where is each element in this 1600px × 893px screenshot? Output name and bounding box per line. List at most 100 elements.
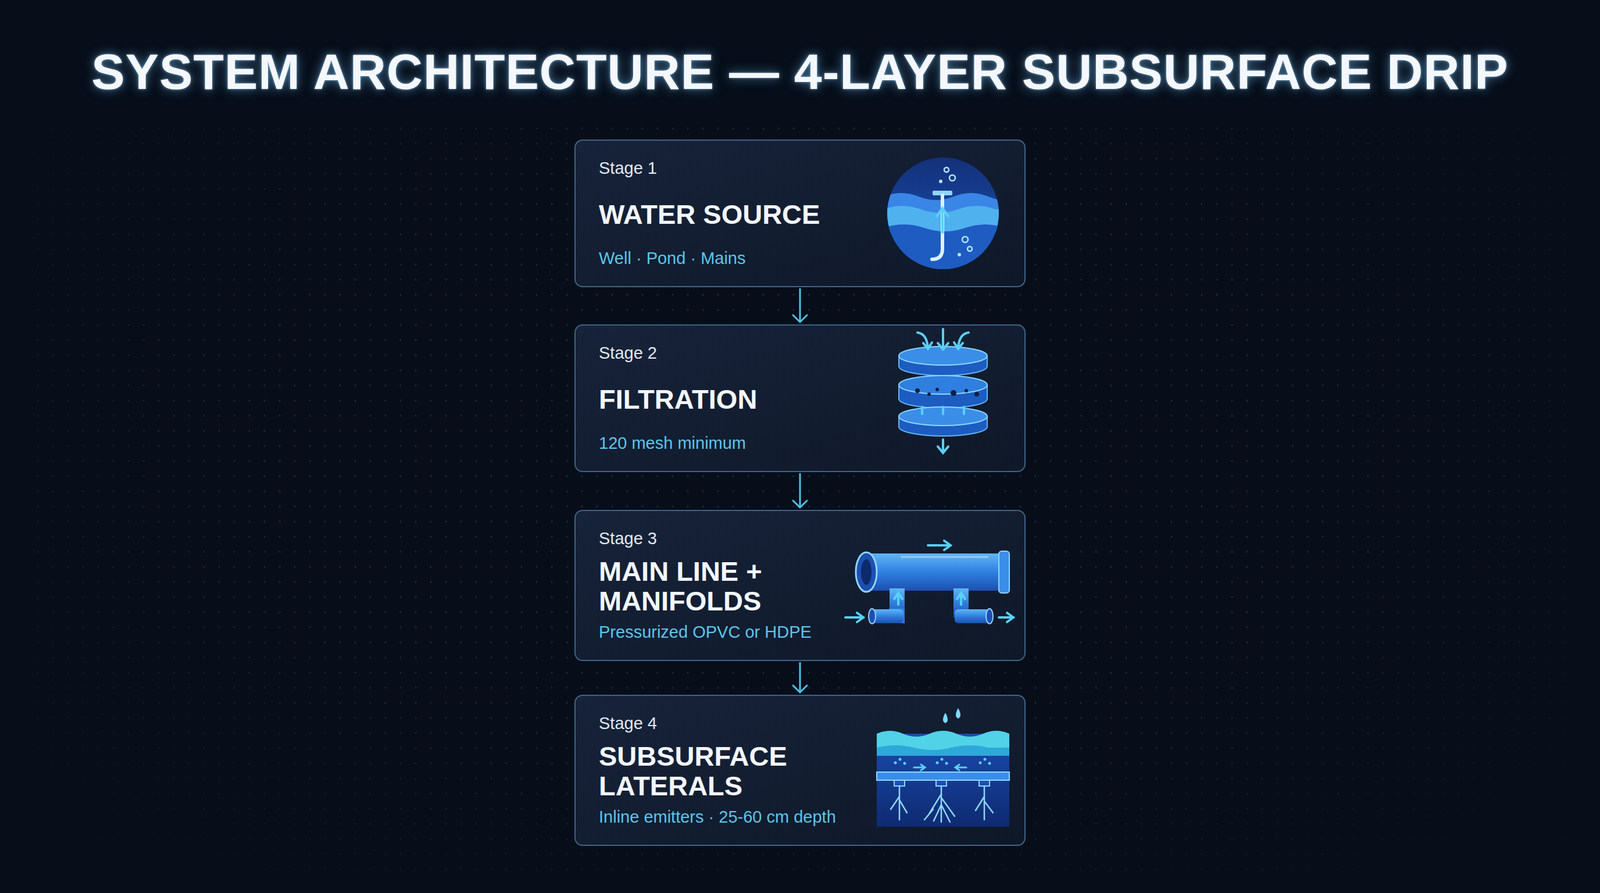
filter-icon bbox=[935, 387, 939, 392]
stage-card: Stage 4SUBSURFACE LATERALSInline emitter… bbox=[574, 694, 1026, 846]
filter-icon bbox=[950, 390, 957, 396]
stage-label: Stage 4 bbox=[598, 713, 1002, 734]
pipe-icon bbox=[998, 551, 1010, 594]
flow-arrow bbox=[799, 662, 802, 693]
filter-icon bbox=[917, 332, 932, 349]
card-fill bbox=[575, 140, 1025, 846]
filter-icon bbox=[964, 388, 969, 393]
lateral-icon bbox=[940, 758, 944, 762]
flow-arrow bbox=[799, 473, 802, 508]
filter-icon bbox=[922, 406, 964, 414]
well-icon bbox=[936, 208, 949, 233]
filter-icon bbox=[974, 391, 980, 397]
pipe-icon bbox=[998, 612, 1014, 623]
flow-arrow bbox=[793, 473, 807, 508]
stage-heading: FILTRATION bbox=[598, 384, 757, 415]
stage-label: Stage 1 bbox=[598, 158, 1002, 179]
well-icon bbox=[883, 157, 1006, 274]
well-icon bbox=[931, 195, 943, 260]
lateral-icon bbox=[936, 780, 947, 787]
well-icon bbox=[944, 167, 949, 173]
well-icon bbox=[883, 224, 1006, 274]
well-icon bbox=[883, 193, 1006, 274]
well-icon bbox=[967, 246, 973, 252]
pipe-icon bbox=[866, 553, 1006, 591]
heading-wrap: SUBSURFACE LATERALS bbox=[598, 733, 1002, 807]
lateral-icon bbox=[983, 758, 987, 762]
lateral-icon bbox=[936, 761, 939, 765]
lateral-icon bbox=[945, 762, 949, 766]
lateral-icon bbox=[894, 761, 898, 765]
stage-label: Stage 3 bbox=[598, 528, 1002, 549]
lateral-icon bbox=[894, 780, 990, 787]
pipe-icon bbox=[845, 540, 1014, 624]
flow-arrow bbox=[793, 500, 807, 508]
flow-arrow bbox=[793, 685, 807, 693]
stage-detail: 120 mesh minimum bbox=[598, 433, 1002, 454]
pipe-icon bbox=[954, 609, 990, 624]
diagram-title: SYSTEM ARCHITECTURE — 4-LAYER SUBSURFACE… bbox=[0, 43, 1600, 101]
flow-arrow bbox=[793, 315, 807, 323]
heading-wrap: WATER SOURCE bbox=[598, 178, 1002, 249]
well-icon bbox=[957, 252, 962, 257]
card-fill bbox=[575, 695, 1025, 846]
lateral-icon bbox=[876, 745, 1010, 756]
lateral-icon bbox=[903, 762, 907, 766]
stage-card: Stage 1 WATER SOURCE Well · Pond · Mains bbox=[574, 139, 1026, 288]
flow-arrow bbox=[793, 662, 807, 693]
card-fill bbox=[575, 325, 1025, 472]
heading-wrap: MAIN LINE + MANIFOLDS bbox=[598, 548, 1002, 623]
well-icon bbox=[949, 175, 956, 181]
pipe-icon bbox=[868, 608, 876, 624]
card-fill bbox=[575, 140, 1025, 287]
stage-detail: Pressurized OPVC or HDPE bbox=[598, 622, 1002, 643]
lateral-icon bbox=[979, 761, 982, 765]
filter-icon bbox=[898, 406, 988, 426]
lateral-icon bbox=[890, 786, 907, 820]
stage-heading: MAIN LINE + MANIFOLDS bbox=[598, 556, 855, 617]
lateral-icon bbox=[924, 786, 955, 823]
lateral-icon bbox=[890, 786, 994, 823]
pipe-icon bbox=[986, 608, 994, 624]
stage-heading: WATER SOURCE bbox=[598, 200, 820, 230]
pipe-icon bbox=[861, 559, 872, 585]
lateral-icon bbox=[894, 758, 992, 766]
lateral-icon bbox=[979, 780, 990, 787]
filter-icon bbox=[898, 375, 988, 395]
filter-icon bbox=[915, 387, 980, 397]
stage-detail: Well · Pond · Mains bbox=[598, 248, 1002, 269]
flow-arrow bbox=[799, 288, 802, 323]
pipe-icon bbox=[894, 593, 903, 605]
pipe-icon bbox=[845, 540, 1014, 623]
lateral-icon bbox=[955, 764, 967, 771]
filter-icon bbox=[927, 392, 931, 396]
stage-card: Stage 2 FILTRATION 120 mesh minimum bbox=[574, 324, 1026, 473]
lateral-icon bbox=[876, 708, 1010, 827]
filter-icon bbox=[937, 439, 949, 453]
pipe-icon bbox=[901, 556, 989, 559]
lateral-icon bbox=[943, 708, 961, 724]
pipe-icon bbox=[855, 552, 877, 592]
stage-card: Stage 3 MAIN LINE + MANIFOLDS Pressurized … bbox=[574, 509, 1026, 662]
stage-label: Stage 2 bbox=[598, 343, 1002, 364]
card-fill bbox=[575, 510, 1025, 661]
lateral-icon bbox=[898, 758, 902, 762]
pipe-icon bbox=[927, 540, 951, 550]
pipe-icon bbox=[956, 593, 966, 605]
lateral-icon bbox=[988, 762, 992, 766]
lateral-icon bbox=[876, 772, 1010, 781]
filter-icon bbox=[937, 329, 949, 350]
well-icon bbox=[962, 236, 969, 243]
filter-icon bbox=[898, 329, 988, 453]
lateral-icon bbox=[975, 786, 994, 820]
filter-icon bbox=[954, 332, 969, 349]
flow-arrow bbox=[793, 288, 807, 323]
well-icon bbox=[938, 179, 943, 184]
filter-icon bbox=[917, 329, 969, 453]
filter-icon bbox=[915, 388, 920, 394]
